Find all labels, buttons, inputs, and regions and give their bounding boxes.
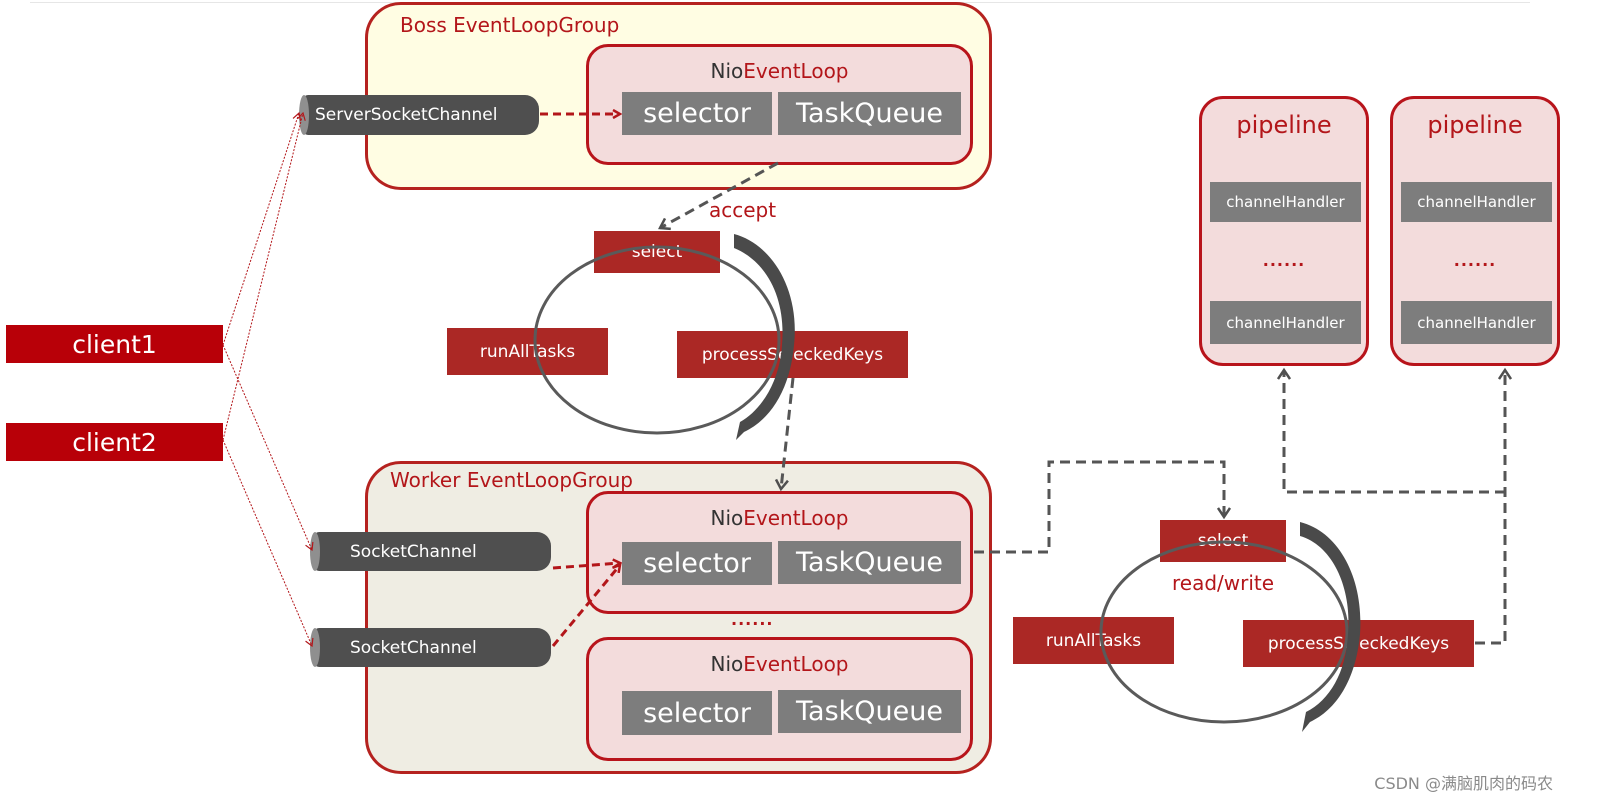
- worker-group-title: Worker EventLoopGroup: [390, 468, 633, 492]
- pipeline-ellipsis: ......: [1262, 251, 1306, 270]
- process-keys-to-pipeline-1-edge: [1284, 370, 1505, 494]
- nio-event-loop-title: NioEventLoop: [710, 506, 849, 530]
- boss-cycle-arrow: [734, 234, 795, 440]
- nio-event-loop-title: NioEventLoop: [710, 59, 849, 83]
- client2-box: client2: [6, 423, 223, 461]
- pipeline-2: pipeline channelHandler ...... channelHa…: [1390, 96, 1560, 366]
- selector-box: selector: [622, 92, 772, 135]
- channel-handler-box: channelHandler: [1210, 182, 1361, 222]
- task-queue-box: TaskQueue: [778, 541, 961, 584]
- accept-label: accept: [709, 198, 777, 222]
- task-queue-box: TaskQueue: [778, 92, 961, 135]
- worker-nio-event-loop-2: NioEventLoop selector TaskQueue: [586, 637, 973, 761]
- boss-nio-event-loop: NioEventLoop selector TaskQueue: [586, 44, 973, 165]
- task-queue-box: TaskQueue: [778, 690, 961, 733]
- read-write-label: read/write: [1172, 571, 1275, 595]
- worker-loop-cycle: [1099, 540, 1349, 724]
- selector-box: selector: [622, 691, 772, 735]
- channel-cap: [310, 532, 320, 571]
- nio-event-loop-title: NioEventLoop: [710, 652, 849, 676]
- client1-box: client1: [6, 325, 223, 363]
- boss-group-title: Boss EventLoopGroup: [400, 13, 620, 37]
- selector-box: selector: [622, 542, 772, 585]
- channel-handler-box: channelHandler: [1210, 301, 1361, 344]
- client2-to-server-channel-edge: [222, 111, 306, 441]
- socket-channel-2-to-selector-edge: [551, 565, 620, 647]
- server-socket-channel: ServerSocketChannel: [299, 95, 539, 135]
- channel-handler-box: channelHandler: [1401, 182, 1552, 222]
- client1-to-socket-channel-1-edge: [222, 344, 314, 552]
- boss-accept-edge: [660, 161, 779, 228]
- socket-channel-1: SocketChannel: [310, 532, 551, 571]
- worker-loop-to-select-edge: [974, 460, 1224, 554]
- worker-nio-event-loop-1: NioEventLoop selector TaskQueue: [586, 491, 973, 614]
- worker-loops-ellipsis: ......: [731, 610, 774, 629]
- worker-run-all-tasks-box: runAllTasks: [1013, 617, 1174, 664]
- pipeline-title: pipeline: [1427, 111, 1523, 139]
- watermark: CSDN @满脑肌肉的码农: [1374, 774, 1553, 793]
- boss-loop-cycle: [533, 245, 781, 435]
- pipeline-1: pipeline channelHandler ...... channelHa…: [1199, 96, 1369, 366]
- pipeline-title: pipeline: [1236, 111, 1332, 139]
- channel-handler-box: channelHandler: [1401, 301, 1552, 344]
- process-keys-to-pipeline-2-edge: [1475, 370, 1505, 645]
- socket-channel-1-to-selector-edge: [552, 563, 620, 570]
- boss-run-all-tasks-box: runAllTasks: [447, 328, 608, 375]
- client2-to-socket-channel-2-edge: [222, 439, 314, 648]
- boss-to-worker-edge: [781, 377, 795, 489]
- client1-to-server-channel-edge: [222, 111, 302, 346]
- pipeline-ellipsis: ......: [1453, 251, 1497, 270]
- worker-cycle-arrow: [1300, 522, 1361, 732]
- socket-channel-2: SocketChannel: [310, 628, 551, 667]
- channel-cap: [310, 628, 320, 667]
